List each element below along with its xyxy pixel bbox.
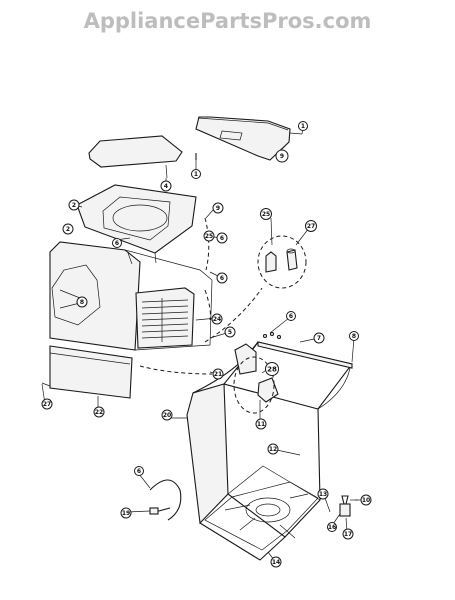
callout-label: 21 — [214, 371, 222, 378]
callout-label: 1 — [194, 171, 198, 178]
callout-6: 6 — [134, 466, 144, 476]
callout-6: 6 — [216, 232, 228, 244]
callout-9: 9 — [212, 202, 224, 214]
callout-2: 2 — [62, 223, 74, 235]
callout-label: 6 — [115, 240, 119, 247]
callout-label: 25 — [262, 211, 270, 218]
kick-panel — [41, 345, 133, 399]
callout-6: 6 — [216, 272, 228, 284]
callout-16: 16 — [327, 522, 337, 532]
callout-label: 8 — [352, 333, 356, 340]
callout-label: 6 — [220, 235, 224, 242]
top-cover-panel — [88, 135, 183, 179]
callout-label: 24 — [213, 316, 221, 323]
callout-5: 5 — [224, 326, 236, 338]
callout-4: 4 — [160, 180, 172, 192]
leveling-leg — [339, 495, 358, 517]
callout-20: 20 — [161, 409, 173, 421]
callout-label: 6 — [289, 313, 293, 320]
callout-label: 22 — [95, 409, 103, 416]
callout-label: 20 — [163, 412, 171, 419]
callout-8: 8 — [349, 331, 359, 341]
callout-24: 24 — [211, 313, 223, 325]
door-latch — [233, 343, 279, 414]
callout-19: 19 — [120, 507, 132, 519]
callout-label: 27 — [307, 223, 315, 230]
callout-27: 27 — [41, 398, 53, 410]
callout-1: 1 — [191, 169, 201, 179]
callout-label: 2 — [72, 202, 76, 209]
callout-6: 6 — [112, 238, 122, 248]
callout-6: 6 — [286, 311, 296, 321]
callout-label: 8 — [80, 299, 84, 306]
callout-1: 1 — [298, 121, 308, 131]
main-cabinet — [186, 341, 353, 561]
cabinet-top-frame — [76, 184, 197, 264]
callout-label: 10 — [362, 497, 370, 504]
callout-12: 12 — [267, 443, 279, 455]
callout-label: 14 — [272, 559, 280, 566]
side-vent-panel — [135, 287, 195, 349]
callout-label: 5 — [228, 329, 232, 336]
callout-10: 10 — [360, 494, 372, 506]
callout-label: 9 — [280, 153, 284, 160]
callout-label: 25 — [205, 233, 213, 240]
leader-dash-4 — [204, 289, 211, 321]
callout-22: 22 — [93, 406, 105, 418]
watermark-text: AppliancePartsPros.com — [83, 9, 372, 33]
callout-label: 12 — [269, 446, 277, 453]
callout-label: 6 — [220, 275, 224, 282]
callout-17: 17 — [342, 528, 354, 540]
callout-21: 21 — [212, 368, 224, 380]
callout-label: 6 — [137, 468, 141, 475]
callout-11: 11 — [255, 418, 267, 430]
hinge-bracket — [257, 235, 307, 289]
leader-dash-3 — [139, 365, 213, 375]
callout-2: 2 — [68, 199, 80, 211]
callout-8: 8 — [76, 296, 88, 308]
callout-label: 7 — [317, 335, 321, 342]
cabinet-base — [204, 481, 319, 551]
callout-14: 14 — [270, 556, 282, 568]
callout-25: 25 — [203, 230, 215, 242]
callout-28: 28 — [265, 362, 279, 376]
top-rail — [262, 331, 282, 340]
callout-label: 4 — [164, 183, 168, 190]
callout-7: 7 — [313, 332, 325, 344]
callout-label: 1 — [301, 123, 305, 130]
callout-25: 25 — [260, 208, 272, 220]
callout-label: 13 — [319, 491, 327, 498]
callout-label: 27 — [43, 401, 51, 408]
callout-label: 17 — [344, 531, 352, 538]
callout-label: 16 — [328, 524, 336, 531]
callout-label: 11 — [257, 421, 265, 428]
callout-13: 13 — [317, 488, 329, 500]
callout-label: 9 — [216, 205, 220, 212]
callout-9: 9 — [275, 149, 289, 163]
drain-hose — [149, 479, 182, 521]
callout-label: 2 — [66, 226, 70, 233]
callout-27: 27 — [305, 220, 317, 232]
leader-dash-2 — [204, 217, 210, 271]
front-console-panel — [49, 241, 213, 351]
callout-label: 28 — [267, 365, 277, 373]
callout-label: 19 — [122, 510, 130, 517]
